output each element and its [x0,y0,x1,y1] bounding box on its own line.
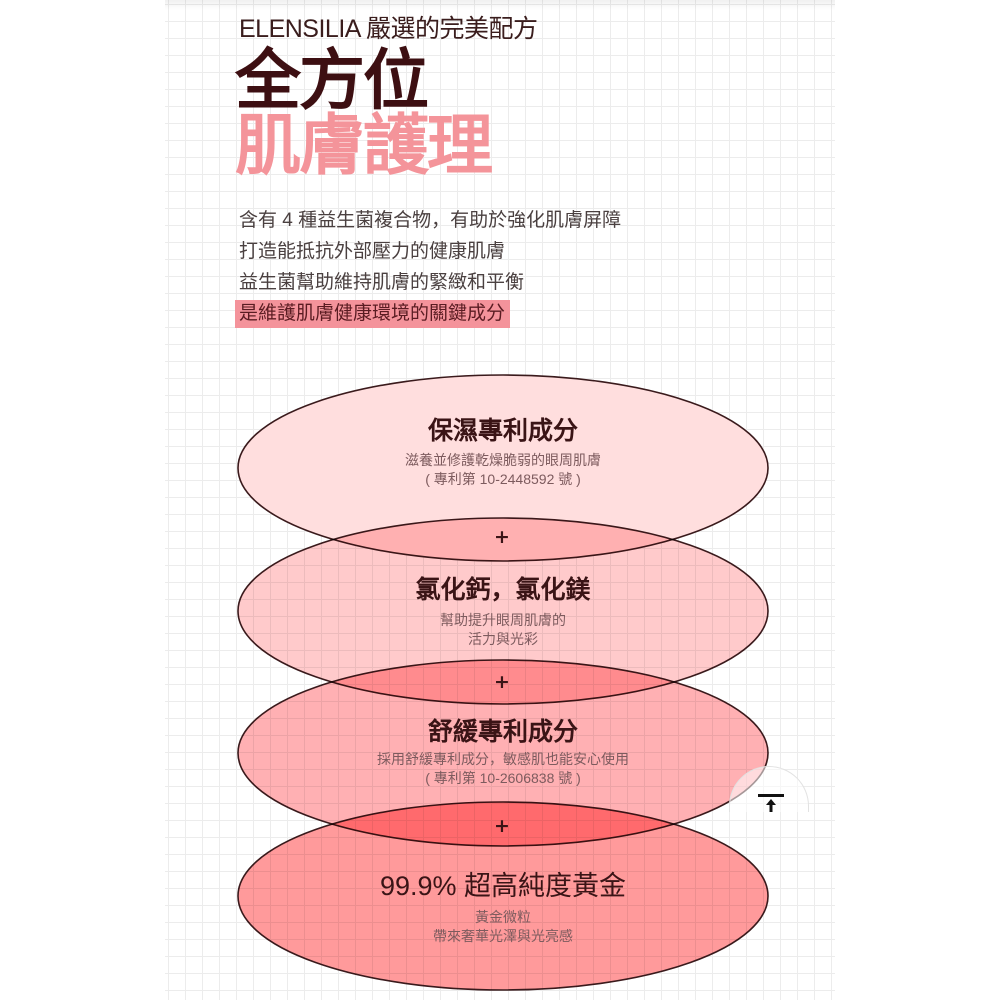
description-line: 含有 4 種益生菌複合物，有助於強化肌膚屏障 [239,210,622,231]
ingredient-title: 保濕專利成分 [427,417,578,445]
plus-connector: + [494,815,510,837]
ingredient-desc: 滋養並修護乾燥脆弱的眼周肌膚 [405,452,601,468]
ingredient-desc: 黃金微粒 [475,909,531,925]
description-highlight: 是維護肌膚健康環境的關鍵成分 [235,300,511,328]
scroll-to-top-icon [766,799,776,812]
ingredient-title: 99.9% 超高純度黃金 [379,871,627,901]
headline-secondary: 肌膚護理 [235,107,493,184]
ingredient-title: 舒緩專利成分 [427,718,578,746]
description-block: 含有 4 種益生菌複合物，有助於強化肌膚屏障 打造能抵抗外部壓力的健康肌膚 益生… [235,205,622,329]
headline-primary: 全方位 [235,42,429,119]
plus-connector: + [494,526,510,548]
ingredient-desc: 幫助提升眼周肌膚的 [440,612,566,628]
description-line: 益生菌幫助維持肌膚的緊緻和平衡 [239,272,525,293]
ingredient-ellipse-4 [237,801,769,991]
ingredient-desc: 帶來奢華光澤與光亮感 [433,928,573,944]
ingredient-1: 保濕專利成分 滋養並修護乾燥脆弱的眼周肌膚 ( 專利第 10-2448592 號… [238,415,768,489]
plus-connector: + [494,671,510,693]
ingredient-3: 舒緩專利成分 採用舒緩專利成分，敏感肌也能安心使用 ( 專利第 10-26068… [238,716,768,788]
ingredient-4: 99.9% 超高純度黃金 黃金微粒 帶來奢華光澤與光亮感 [238,870,768,946]
ingredient-patent: ( 專利第 10-2448592 號 ) [425,471,581,487]
ingredient-2: 氯化鈣，氯化鎂 幫助提升眼周肌膚的 活力與光彩 [238,574,768,649]
description-line: 打造能抵抗外部壓力的健康肌膚 [239,241,506,262]
ingredient-desc: 採用舒緩專利成分，敏感肌也能安心使用 [377,751,629,767]
ingredient-desc: 活力與光彩 [468,631,538,647]
scroll-to-top-bar [758,794,784,797]
brand-tagline: ELENSILIA 嚴選的完美配方 [239,15,538,43]
ingredient-title: 氯化鈣，氯化鎂 [415,576,591,604]
product-detail-panel: ELENSILIA 嚴選的完美配方 全方位 肌膚護理 含有 4 種益生菌複合物，… [165,0,835,1000]
ingredient-ellipse-diagram [237,374,769,991]
ingredient-patent: ( 專利第 10-2606838 號 ) [425,770,581,786]
